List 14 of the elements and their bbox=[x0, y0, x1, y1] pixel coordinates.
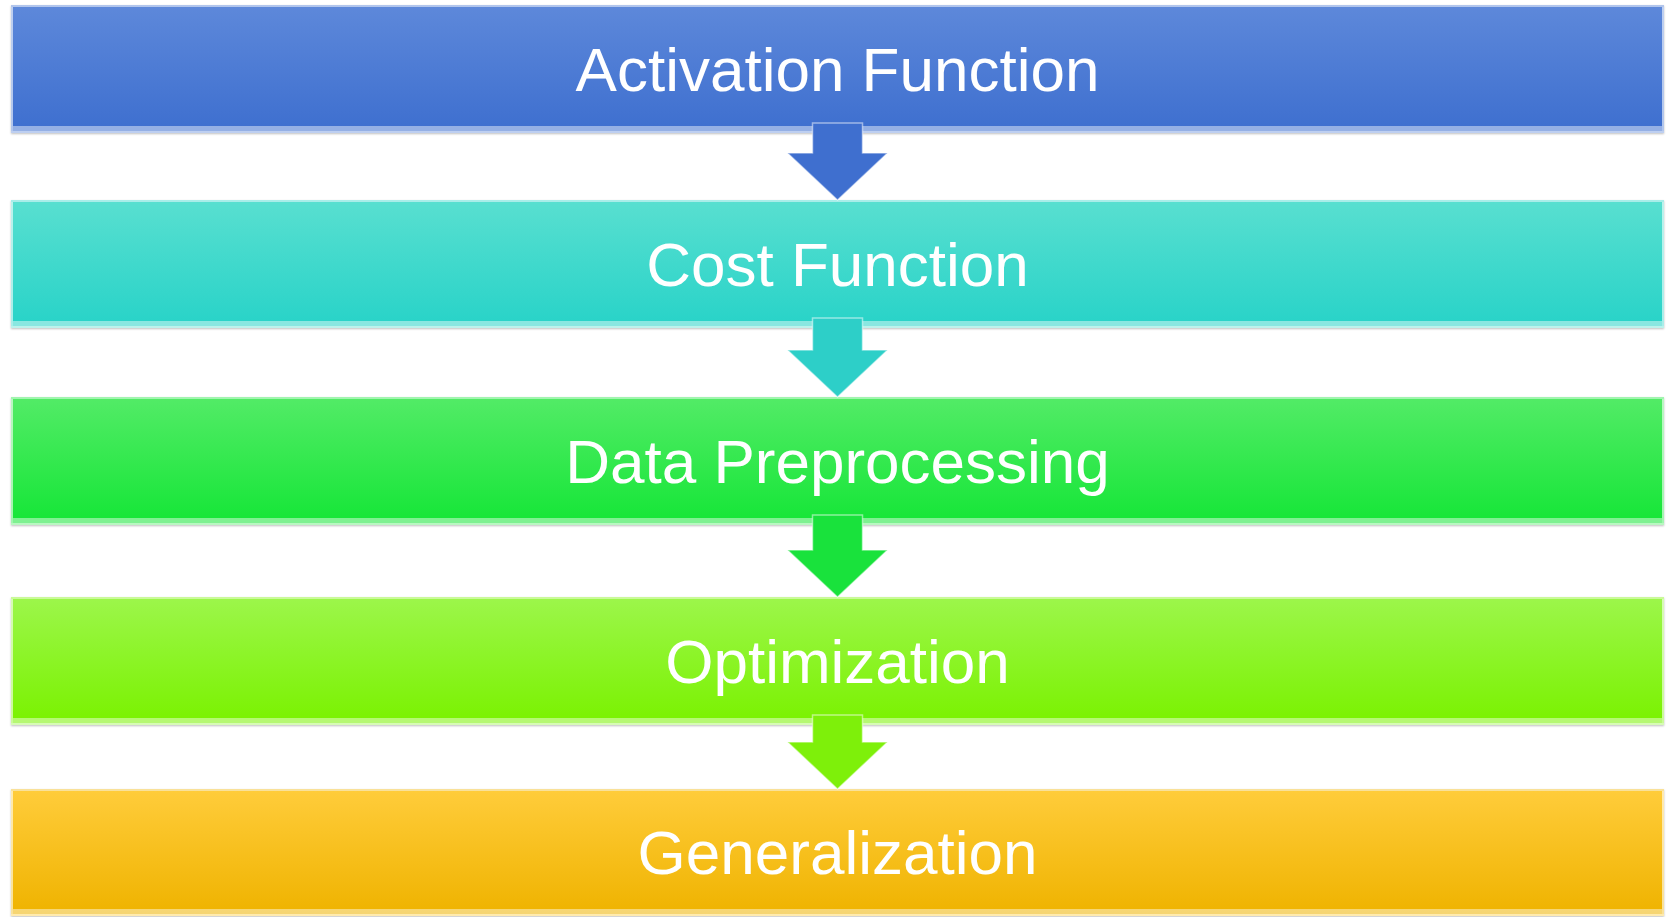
box-label: Data Preprocessing bbox=[565, 425, 1110, 497]
arrow bbox=[785, 714, 890, 791]
process-box bbox=[11, 597, 1664, 725]
process-box bbox=[11, 789, 1664, 916]
box-label: Cost Function bbox=[646, 228, 1029, 300]
process-box bbox=[11, 397, 1664, 525]
process-box bbox=[11, 200, 1664, 328]
arrow bbox=[785, 317, 890, 399]
arrow bbox=[785, 514, 890, 599]
process-box bbox=[11, 5, 1664, 133]
box-label: Optimization bbox=[665, 625, 1010, 697]
box-label: Generalization bbox=[637, 817, 1038, 888]
box-label: Activation Function bbox=[575, 33, 1100, 105]
arrow bbox=[785, 122, 890, 202]
